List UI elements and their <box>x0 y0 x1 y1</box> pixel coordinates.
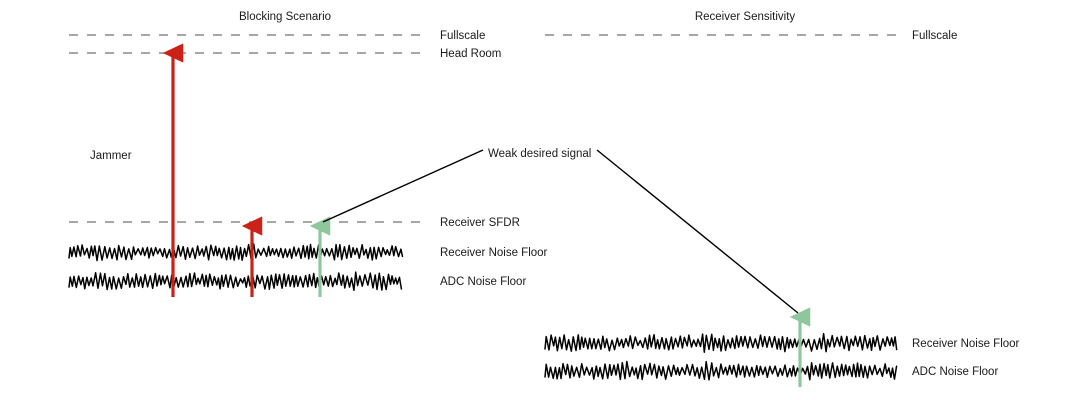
right-panel-title: Receiver Sensitivity <box>695 11 796 23</box>
receiver-noise-floor-trace-right <box>544 332 898 353</box>
jammer-label: Jammer <box>90 150 132 162</box>
adc-noise-floor-trace-left <box>68 271 403 291</box>
receiver-sfdr-label: Receiver SFDR <box>440 217 520 229</box>
left-panel-title: Blocking Scenario <box>239 11 331 23</box>
receiver-noise-floor-label-left: Receiver Noise Floor <box>440 247 548 259</box>
head-room-label: Head Room <box>440 48 501 60</box>
weak-desired-signal-label: Weak desired signal <box>488 148 591 160</box>
fullscale-label-right: Fullscale <box>912 30 957 42</box>
receiver-noise-floor-label-right: Receiver Noise Floor <box>912 338 1020 350</box>
receiver-noise-floor-trace-left <box>68 243 404 262</box>
left-panel: Blocking Scenario Fullscale Head Room Re… <box>68 11 548 297</box>
callout-leader-right <box>596 149 799 314</box>
adc-noise-floor-label-right: ADC Noise Floor <box>912 366 998 378</box>
fullscale-label-left: Fullscale <box>440 30 485 42</box>
right-panel: Receiver Sensitivity Fullscale Receiver … <box>544 11 1020 387</box>
weak-desired-signal-callout: Weak desired signal <box>322 148 799 314</box>
adc-noise-floor-trace-right <box>544 360 898 381</box>
callout-leader-left <box>322 149 484 223</box>
adc-noise-floor-label-left: ADC Noise Floor <box>440 276 526 288</box>
